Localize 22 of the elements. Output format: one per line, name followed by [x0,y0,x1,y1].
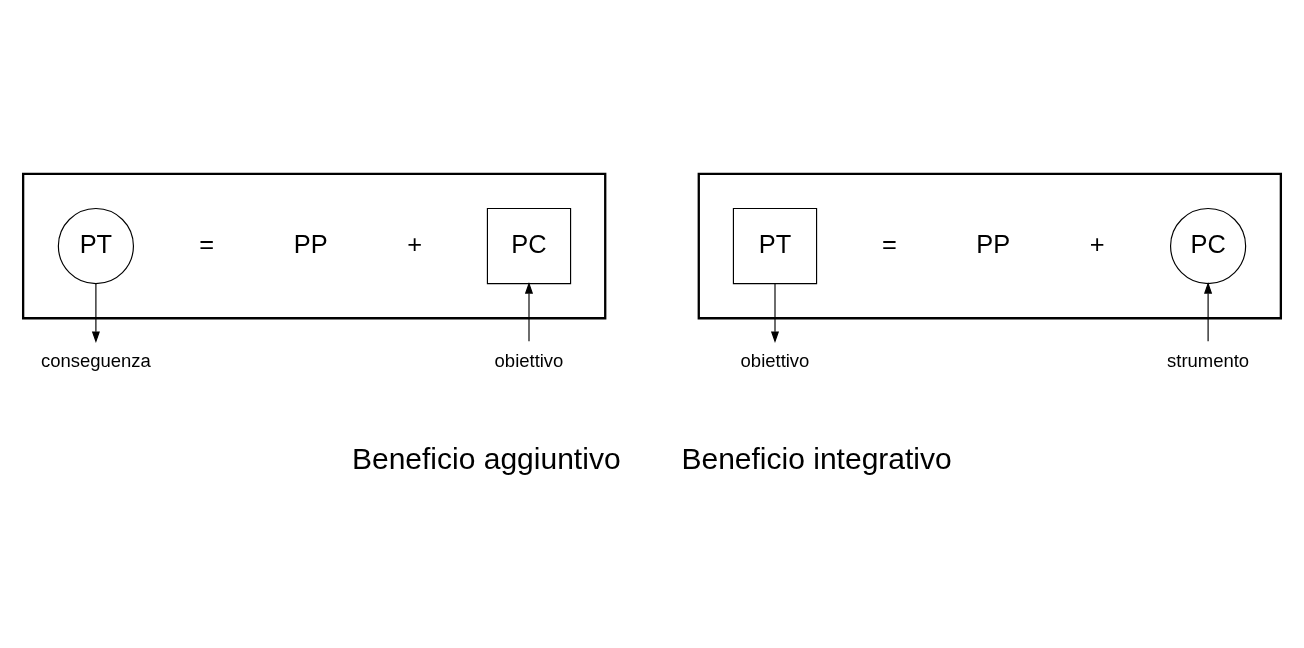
cluster [697,172,1282,320]
label: PP [976,229,1011,258]
node-box: PT [732,207,818,285]
node-text: strumento [1167,349,1250,371]
node-text: obiettivo [740,349,810,371]
label: + [407,229,423,258]
arrow [1204,282,1213,342]
label: Beneficio integrativo [681,442,952,476]
node-box: PC [486,207,572,285]
arrow [91,283,100,344]
label: Beneficio aggiuntivo [351,442,621,476]
node-text: conseguenza [40,349,151,371]
node-text: obiettivo [494,349,564,371]
label: = [881,229,897,258]
label: = [199,229,215,258]
cluster [22,172,607,320]
arrow [770,283,780,344]
arrow [524,282,534,342]
node-circle: PT [57,207,134,285]
node-circle: PC [1170,207,1247,285]
label: + [1089,229,1105,258]
label: PP [293,229,328,258]
